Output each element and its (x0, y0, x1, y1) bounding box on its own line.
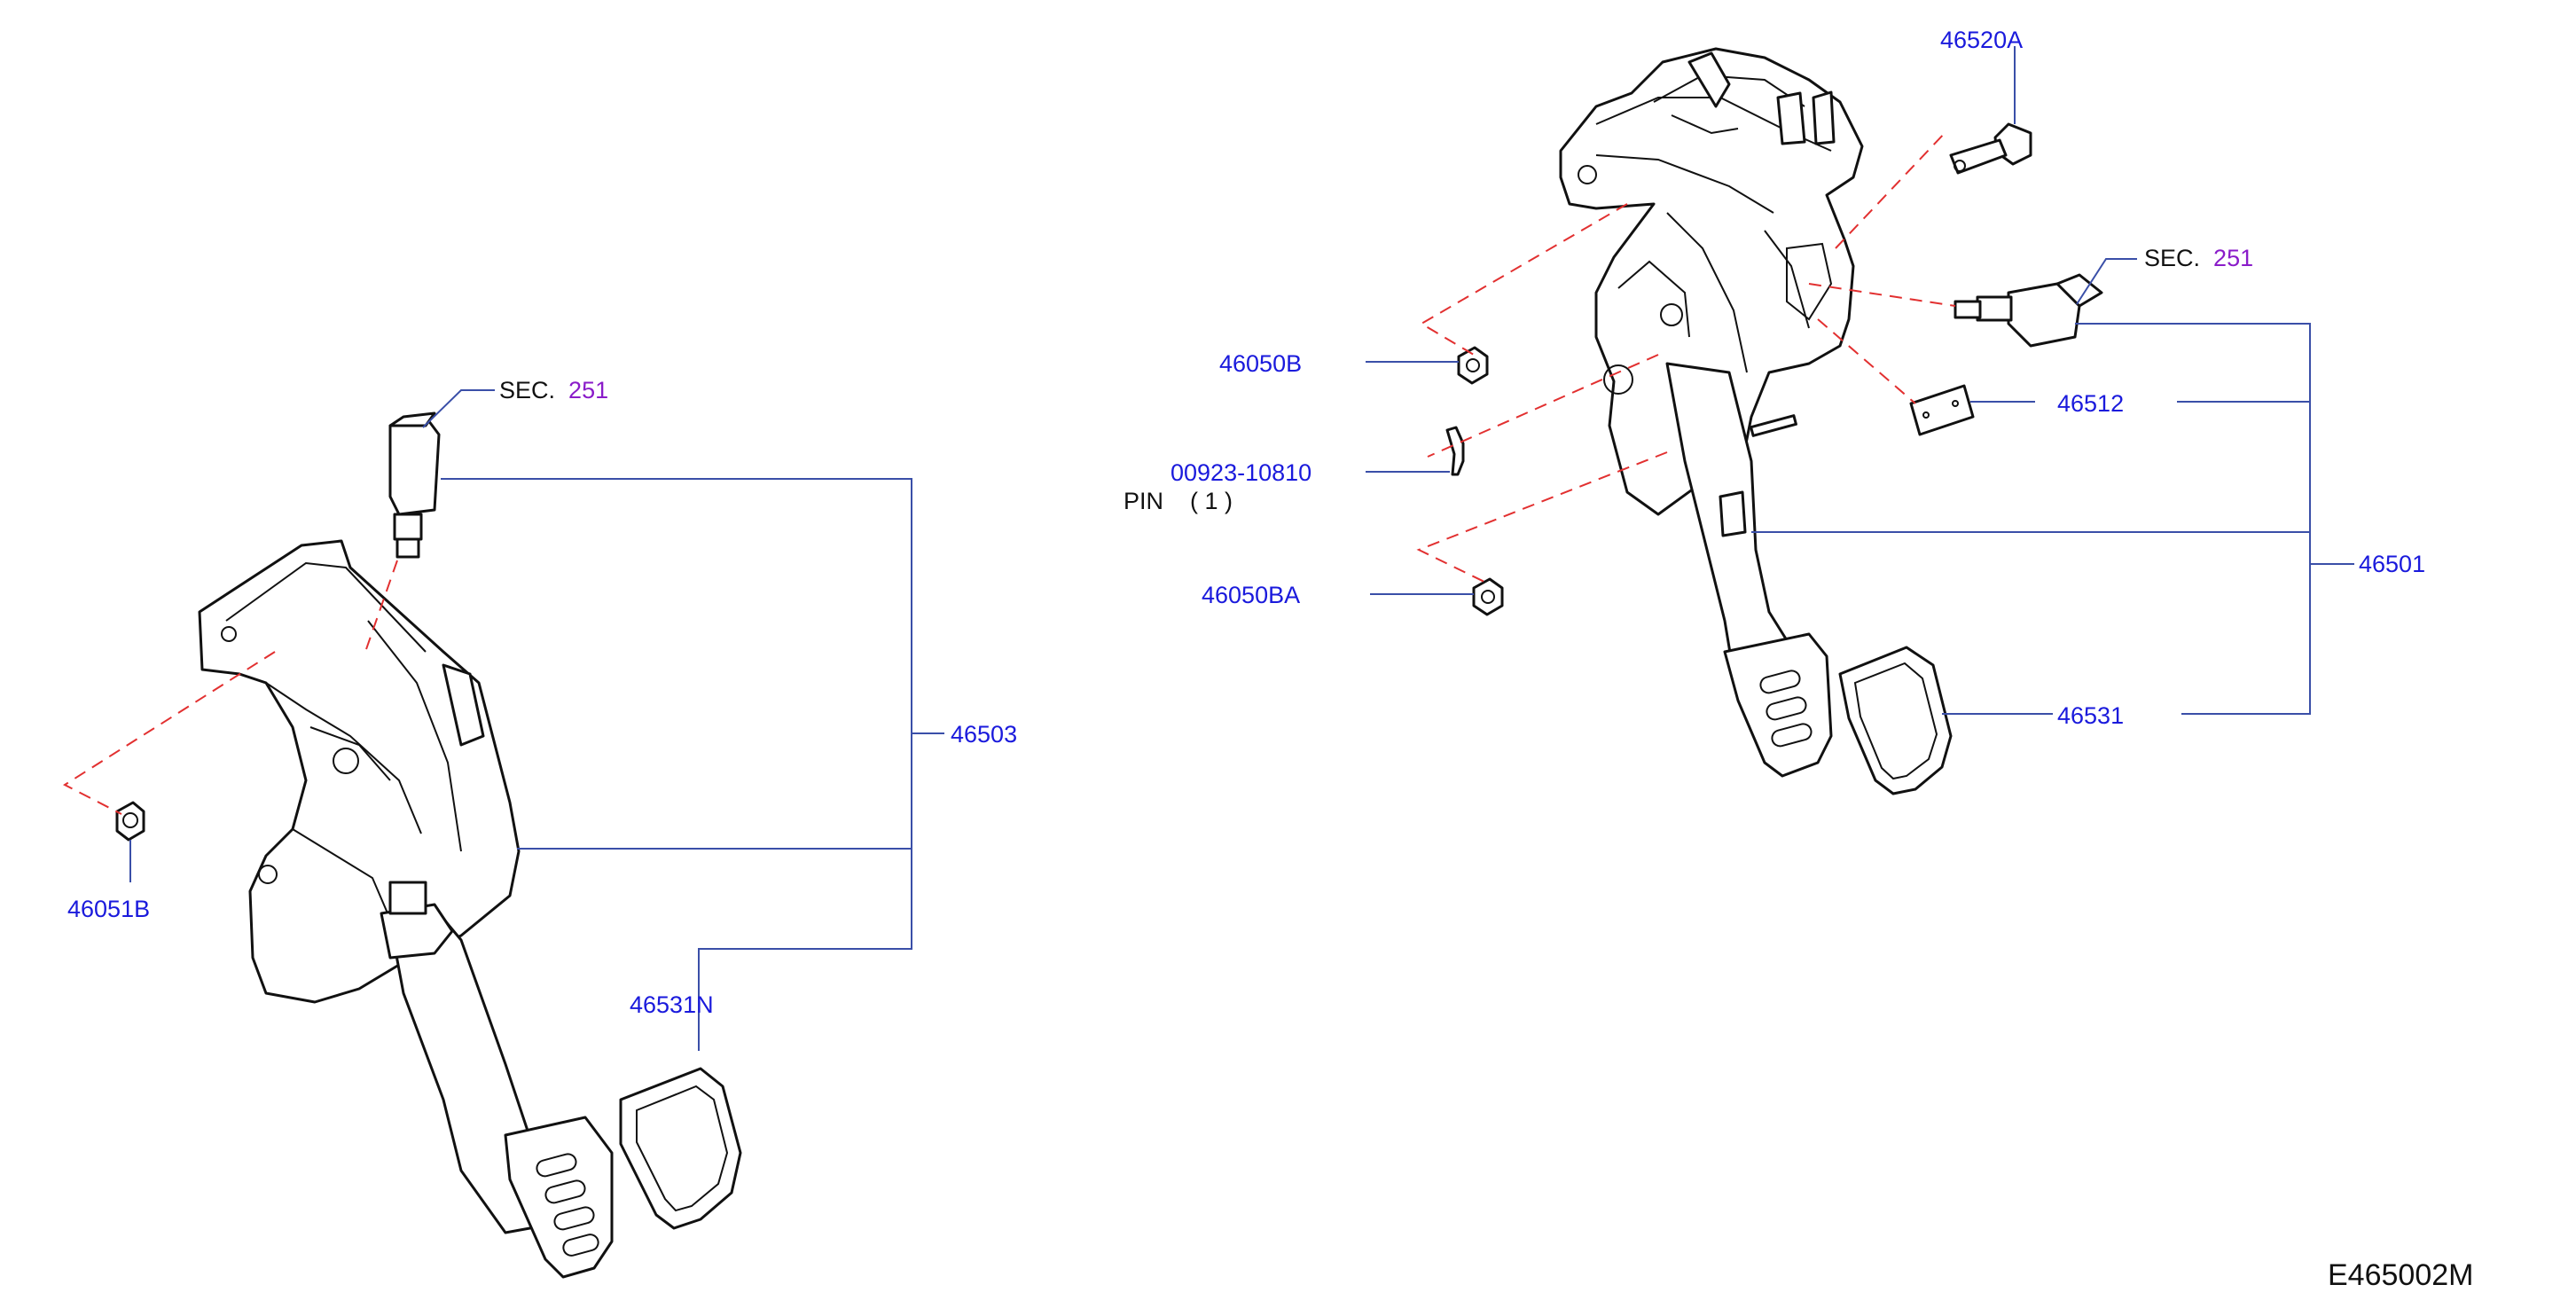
part-46503[interactable]: 46503 (951, 721, 1018, 748)
part-46051B[interactable]: 46051B (67, 896, 151, 922)
pin-label: PIN ( 1 ) (1124, 488, 1233, 514)
part-46050B[interactable]: 46050B (1219, 350, 1303, 377)
pin-quantity: ( 1 ) (1190, 488, 1233, 514)
part-46050BA[interactable]: 46050BA (1202, 582, 1301, 608)
right-brake-pedal-arm (1665, 362, 1833, 778)
sec-left-label: SEC. 251 (499, 377, 609, 403)
part-46512[interactable]: 46512 (2057, 390, 2125, 417)
sec-right-ref[interactable]: 251 (2213, 245, 2254, 271)
left-nut-46051B (115, 801, 145, 842)
right-plate-46512 (1909, 384, 1975, 436)
part-46531N[interactable]: 46531N (630, 991, 714, 1018)
right-bolt-46520A (1949, 122, 2032, 175)
left-pedal-switch (388, 411, 441, 559)
sec-right-label: SEC. 251 (2144, 245, 2254, 271)
right-pedal-pad-46531 (1838, 646, 1953, 795)
left-pedal-bracket (198, 539, 521, 1004)
left-pedal-pad-46531N (619, 1067, 742, 1230)
part-00923-10810[interactable]: 00923-10810 (1171, 459, 1312, 486)
sec-left-ref[interactable]: 251 (568, 377, 609, 403)
right-brake-switch (1954, 273, 2103, 348)
diagram-code: E465002M (2328, 1258, 2474, 1292)
right-nut-46050B (1457, 346, 1489, 385)
part-46501[interactable]: 46501 (2359, 551, 2426, 577)
part-46531[interactable]: 46531 (2057, 702, 2125, 729)
right-pedal-bracket (1559, 47, 1864, 516)
right-nut-46050BA (1472, 577, 1504, 616)
left-clutch-pedal-arm (380, 881, 614, 1279)
part-46520A[interactable]: 46520A (1940, 27, 2024, 53)
right-pin-00923-10810 (1445, 426, 1465, 476)
